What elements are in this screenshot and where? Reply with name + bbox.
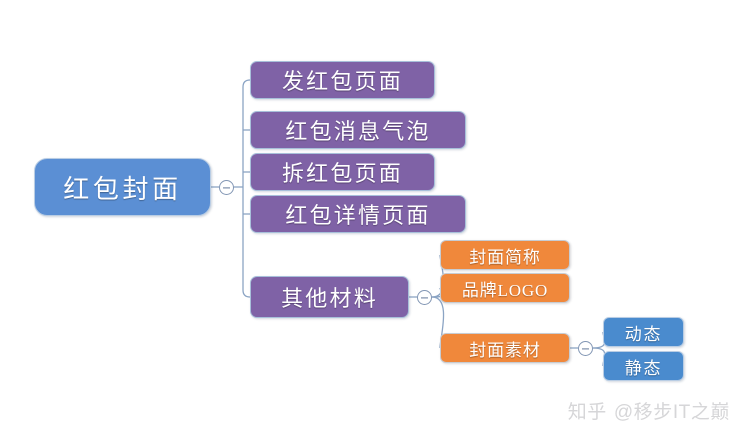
node-leaf-dynamic[interactable]: 动态 <box>603 317 684 347</box>
node-branch-other-materials[interactable]: 其他材料 <box>250 276 409 318</box>
node-sub-label: 品牌LOGO <box>461 280 549 300</box>
node-root-label: 红包封面 <box>63 174 182 204</box>
node-branch-label: 红包详情页面 <box>285 203 431 228</box>
node-leaf-label: 静态 <box>624 358 663 378</box>
node-sub-brand-logo[interactable]: 品牌LOGO <box>440 273 570 303</box>
node-sub-label: 封面素材 <box>469 340 541 360</box>
node-branch-fahongbao-page[interactable]: 发红包页面 <box>250 61 435 99</box>
node-sub-cover-asset[interactable]: 封面素材 <box>440 333 570 363</box>
node-branch-chaihongbao-page[interactable]: 拆红包页面 <box>250 153 435 191</box>
connector-branch-1 <box>242 79 251 88</box>
node-branch-label: 其他材料 <box>281 286 378 311</box>
node-branch-label: 拆红包页面 <box>281 161 403 186</box>
node-branch-message-bubble[interactable]: 红包消息气泡 <box>250 111 466 149</box>
node-branch-detail-page[interactable]: 红包详情页面 <box>250 195 466 233</box>
node-leaf-label: 动态 <box>624 324 663 344</box>
watermark-site: 知乎 <box>567 402 607 423</box>
collapse-toggle-root[interactable] <box>219 180 234 195</box>
node-root[interactable]: 红包封面 <box>34 158 211 216</box>
collapse-toggle-cover-asset[interactable] <box>578 341 593 356</box>
watermark-author: @移步IT之巅 <box>613 402 730 423</box>
node-sub-cover-short-name[interactable]: 封面简称 <box>440 240 570 270</box>
node-leaf-static[interactable]: 静态 <box>603 351 684 381</box>
watermark: 知乎 @移步IT之巅 <box>568 397 730 424</box>
collapse-toggle-other-materials[interactable] <box>417 290 432 305</box>
node-branch-label: 红包消息气泡 <box>285 119 431 144</box>
node-branch-label: 发红包页面 <box>281 69 403 94</box>
node-sub-label: 封面简称 <box>469 247 541 267</box>
connector-branch-5 <box>242 289 251 298</box>
